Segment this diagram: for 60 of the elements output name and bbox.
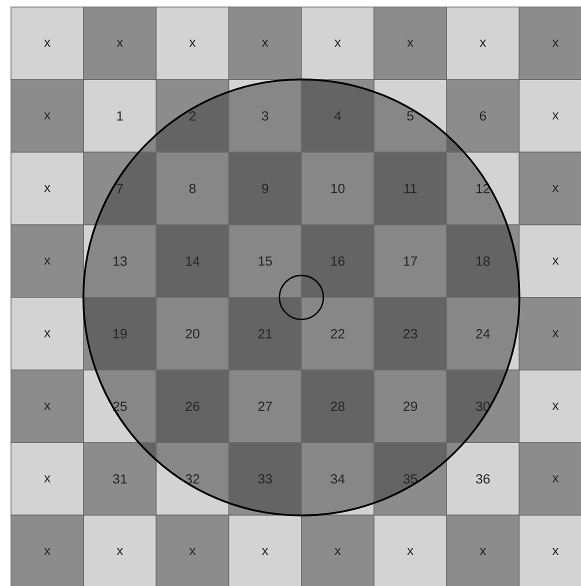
grid-cell: 11 [374,152,447,226]
grid-cell: x [374,6,447,80]
grid-cell: x [518,79,581,153]
grid-cell: x [10,152,84,226]
grid-cell: 3 [228,79,302,153]
grid-cell: x [83,514,157,586]
grid-cell: 4 [301,79,374,153]
grid-cell: 26 [156,370,230,443]
grid-cell: x [156,514,230,586]
grid-cell: x [10,224,84,298]
grid-cell: 13 [83,224,157,298]
grid-cell: x [518,297,581,370]
grid-cell: 21 [228,297,302,370]
grid-cell: x [301,6,374,80]
grid-cell: 28 [301,370,374,443]
grid-cell: x [10,514,84,586]
grid-cell: x [10,297,84,370]
grid-cell: x [518,442,581,516]
grid-cell: 2 [156,79,230,153]
grid-cell: x [518,224,581,298]
grid-cell: x [10,79,84,153]
grid-cell: x [10,370,84,443]
grid-cell: 20 [156,297,230,370]
grid-cell: 23 [374,297,447,370]
grid-cell: x [10,442,84,516]
grid-cell: 8 [156,152,230,226]
grid-cell: 7 [83,152,157,226]
grid-cell: 1 [83,79,157,153]
grid-cell: 35 [374,442,447,516]
grid-cell: x [301,514,374,586]
grid-cell: x [156,6,230,80]
grid-cell: 6 [446,79,520,153]
grid-cell: 10 [301,152,374,226]
grid-cell: 33 [228,442,302,516]
grid-cell: x [518,6,581,80]
grid-cell: x [83,6,157,80]
grid-cell: x [446,514,520,586]
grid-cell: 16 [301,224,374,298]
grid-cell: 31 [83,442,157,516]
grid-cell: x [228,6,302,80]
grid-cell: 24 [446,297,520,370]
grid-cell: 36 [446,442,520,516]
grid-cell: x [228,514,302,586]
grid-cell: x [446,6,520,80]
grid-cell: x [518,514,581,586]
grid-cell: 29 [374,370,447,443]
grid-cell: x [10,6,84,80]
grid-cell: 17 [374,224,447,298]
grid-cell: 27 [228,370,302,443]
grid-cell: 14 [156,224,230,298]
grid-cell: 15 [228,224,302,298]
grid-cell: x [518,152,581,226]
grid-cell: 9 [228,152,302,226]
grid-cell: 18 [446,224,520,298]
grid-cell: x [518,370,581,443]
grid-cell: 19 [83,297,157,370]
grid-cell: x [374,514,447,586]
grid-cell: 22 [301,297,374,370]
grid-cell: 5 [374,79,447,153]
grid-cell: 34 [301,442,374,516]
